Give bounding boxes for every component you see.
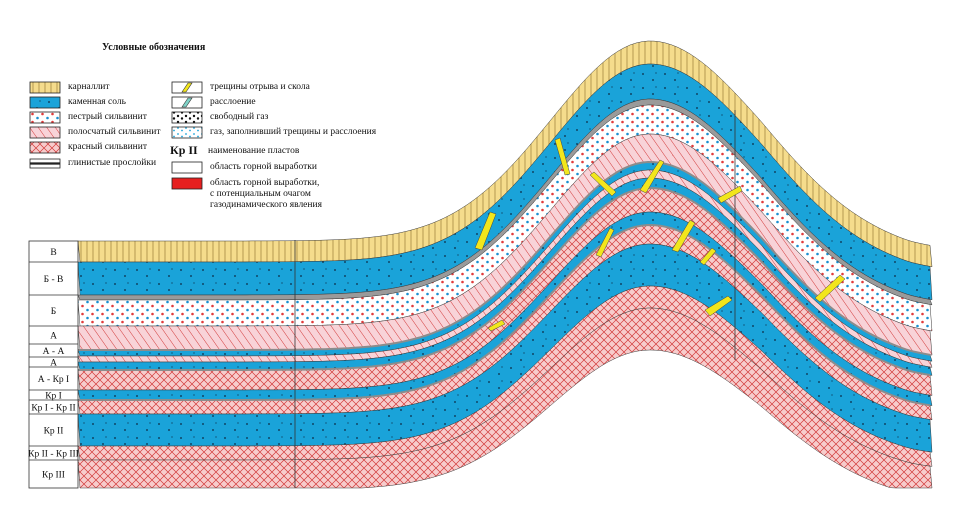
legend-swatch-mottled-sylvinite — [29, 111, 61, 124]
crack — [717, 185, 743, 204]
legend-item-bed-names: Кр II наименование пластов — [170, 143, 299, 158]
crack — [554, 137, 571, 176]
legend-swatch-clay — [29, 158, 61, 169]
crack — [589, 171, 617, 197]
bed-label: Б — [51, 307, 56, 317]
legend-swatch-free-gas — [171, 111, 203, 124]
crack — [814, 274, 846, 303]
legend-item-rock-salt: каменная соль — [68, 97, 126, 107]
legend-label: полосчатый сильвинит — [68, 127, 161, 137]
legend-item-mottled-sylvinite: пестрый сильвинит — [68, 112, 147, 122]
legend-label: каменная соль — [68, 97, 126, 107]
legend-swatch-workings-gas — [171, 177, 203, 190]
legend-swatch-gas-in-cracks — [171, 126, 203, 139]
crack — [699, 247, 717, 266]
legend-label: красный сильвинит — [68, 142, 147, 152]
crack-features — [474, 137, 846, 332]
legend-label: глинистые прослойки — [68, 158, 157, 168]
legend-title: Условные обозначения — [102, 42, 206, 53]
crack — [704, 295, 733, 317]
clay-seam — [78, 160, 931, 356]
legend-item-free-gas: свободный газ — [210, 112, 268, 122]
legend-swatch-carnallite — [29, 81, 61, 94]
legend-item-banded-sylvinite: полосчатый сильвинит — [68, 127, 160, 137]
legend-label: карналлит — [68, 82, 110, 92]
layer-red-sylvinite — [77, 307, 933, 489]
legend-label: расслоение — [210, 97, 256, 107]
bed-column: В Б - В Б А А - А А А - Кр I Кр I Кр I - Кр II Кр… — [28, 240, 79, 489]
bed-label: Кр II - Кр III — [28, 450, 79, 460]
legend-label: свободный газ — [210, 112, 269, 122]
legend-swatch-banded-sylvinite — [29, 126, 61, 139]
legend-label: трещины отрыва и скола — [210, 82, 310, 92]
bed-label: Б - В — [44, 275, 64, 285]
bed-label: Кр III — [42, 471, 65, 481]
crack — [639, 159, 665, 194]
legend-swatches — [29, 81, 203, 190]
crack — [595, 227, 615, 258]
legend-label: область горной выработки — [210, 162, 317, 172]
bed-label: А - Кр I — [38, 375, 69, 385]
legend-swatch-workings — [171, 161, 203, 174]
legend-label: область горной выработки, с потенциальны… — [210, 178, 322, 210]
legend-item-clay: глинистые прослойки — [68, 158, 156, 168]
legend-item-red-sylvinite: красный сильвинит — [68, 142, 147, 152]
legend-label: наименование пластов — [208, 145, 300, 156]
section-layers — [77, 40, 933, 489]
legend-swatch-red-sylvinite — [29, 141, 61, 154]
clay-seam — [78, 223, 931, 407]
legend-item-delamination: расслоение — [210, 97, 256, 107]
legend-item-carnallite: карналлит — [68, 82, 110, 92]
bed-label: Кр I - Кр II — [31, 404, 75, 414]
bed-code-sample: Кр II — [170, 143, 198, 157]
legend-swatch-rock-salt — [29, 96, 61, 109]
legend-swatch-cracks — [171, 81, 203, 94]
legend-label: газ, заполнивший трещины и расслоения — [210, 127, 377, 137]
legend-item-cracks: трещины отрыва и скола — [210, 82, 310, 92]
legend-item-workings: область горной выработки — [210, 162, 317, 172]
legend-swatch-delamination — [171, 96, 203, 109]
bed-label: А - А — [43, 347, 65, 357]
crack — [474, 211, 497, 251]
bed-label: А — [50, 359, 57, 369]
bed-label: А — [50, 332, 57, 342]
legend-item-gas-in-cracks: газ, заполнивший трещины и расслоения — [210, 127, 376, 137]
clay-seam — [78, 186, 931, 376]
crack — [487, 319, 506, 332]
bed-label: Кр I — [45, 392, 62, 402]
bed-label: Кр II — [44, 427, 64, 437]
legend-item-workings-gas: область горной выработки, с потенциальны… — [210, 178, 322, 211]
bed-label: В — [50, 248, 56, 258]
legend-label: пестрый сильвинит — [68, 112, 147, 122]
crack — [671, 219, 696, 253]
